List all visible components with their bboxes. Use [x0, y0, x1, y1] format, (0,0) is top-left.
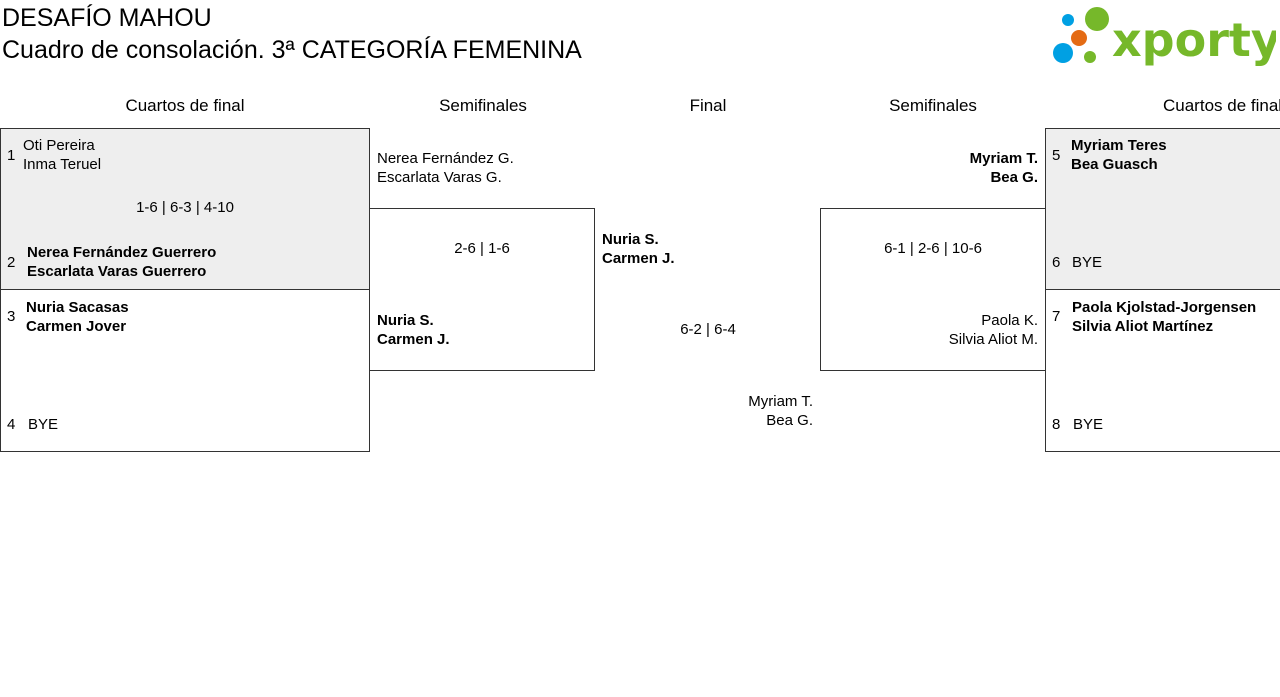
seed-number: 3: [7, 308, 16, 325]
seed-number: 1: [7, 147, 16, 164]
qf-right-match-2: [1045, 289, 1280, 452]
player-name[interactable]: Nuria S.: [377, 312, 434, 329]
player-name[interactable]: BYE: [1073, 416, 1104, 433]
player-name[interactable]: Escarlata Varas G.: [377, 169, 502, 186]
player-name[interactable]: BYE: [28, 416, 59, 433]
player-name[interactable]: Escarlata Varas Guerrero: [27, 263, 207, 280]
player-name[interactable]: Inma Teruel: [23, 156, 102, 173]
player-name[interactable]: BYE: [1072, 254, 1103, 271]
round-header-qf-right: Cuartos de final: [1163, 96, 1280, 115]
seed-number: 6: [1052, 254, 1061, 271]
final-score: 6-2 | 6-4: [680, 321, 736, 338]
round-header-final: Final: [689, 96, 727, 115]
xporty-logo-text: xporty: [1112, 13, 1276, 67]
sf-left-match: [369, 208, 595, 371]
match-score: 2-6 | 1-6: [454, 240, 510, 257]
player-name[interactable]: Carmen J.: [377, 331, 450, 348]
player-name[interactable]: Myriam T.: [748, 393, 813, 410]
event-title: DESAFÍO MAHOU: [2, 4, 212, 32]
player-name[interactable]: Bea G.: [990, 169, 1038, 186]
player-name[interactable]: Nerea Fernández G.: [377, 150, 514, 167]
player-name[interactable]: Nuria Sacasas: [26, 299, 129, 316]
qf-left-match-1: [0, 128, 370, 290]
player-name[interactable]: Bea G.: [766, 412, 813, 429]
draw-subtitle: Cuadro de consolación. 3ª CATEGORÍA FEME…: [2, 36, 582, 64]
player-name[interactable]: Silvia Aliot Martínez: [1072, 318, 1214, 335]
player-name[interactable]: Silvia Aliot M.: [948, 331, 1038, 348]
seed-number: 8: [1052, 416, 1061, 433]
round-header-qf-left: Cuartos de final: [125, 96, 245, 115]
player-name[interactable]: Nerea Fernández Guerrero: [27, 244, 217, 261]
match-score: 1-6 | 6-3 | 4-10: [136, 199, 234, 216]
round-header-sf-right: Semifinales: [889, 96, 977, 115]
qf-right-match-1: [1045, 128, 1280, 290]
player-name[interactable]: Paola Kjolstad-Jorgensen: [1072, 299, 1257, 316]
player-name[interactable]: Myriam T.: [969, 150, 1038, 167]
player-name[interactable]: Paola K.: [981, 312, 1038, 329]
seed-number: 5: [1052, 147, 1061, 164]
player-name[interactable]: Nuria S.: [602, 231, 659, 248]
xporty-logo[interactable]: xporty: [1052, 4, 1280, 68]
player-name[interactable]: Carmen Jover: [26, 318, 127, 335]
xporty-logo-icon: xporty: [1053, 7, 1280, 67]
seed-number: 7: [1052, 308, 1061, 325]
match-score: 6-1 | 2-6 | 10-6: [884, 240, 982, 257]
player-name[interactable]: Oti Pereira: [23, 137, 95, 154]
round-header-sf-left: Semifinales: [439, 96, 527, 115]
seed-number: 2: [7, 254, 16, 271]
player-name[interactable]: Bea Guasch: [1071, 156, 1158, 173]
seed-number: 4: [7, 416, 16, 433]
player-name[interactable]: Carmen J.: [602, 250, 675, 267]
player-name[interactable]: Myriam Teres: [1071, 137, 1167, 154]
